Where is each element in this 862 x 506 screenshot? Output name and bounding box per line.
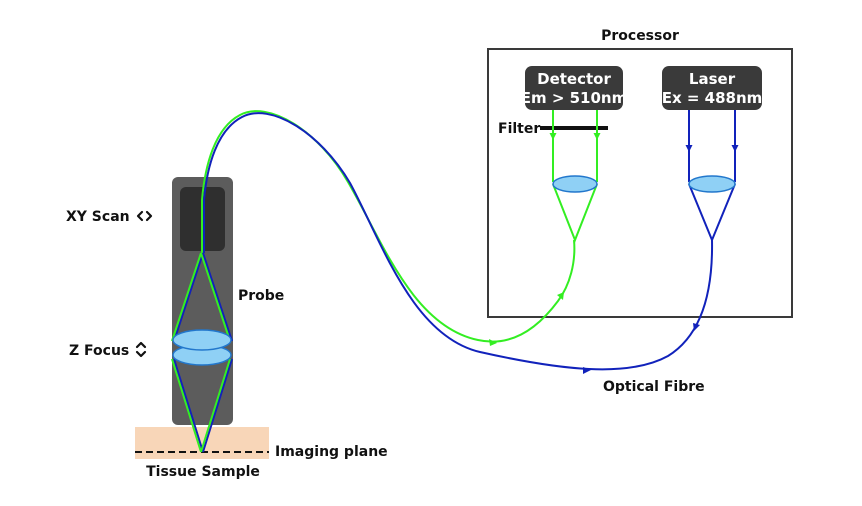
- processor-box: [487, 48, 793, 318]
- imaging-plane-label: Imaging plane: [275, 444, 388, 460]
- laser-lens: [688, 175, 736, 193]
- optical-fibre-excitation: [203, 112, 714, 371]
- up-down-chevrons-icon: [135, 341, 147, 358]
- z-focus-label: Z Focus: [69, 343, 129, 359]
- left-right-chevrons-icon: [136, 210, 153, 222]
- filter-label: Filter: [498, 121, 540, 137]
- optical-fibre-emission: [201, 110, 576, 343]
- laser-light-path: [688, 110, 736, 243]
- detector-arrow-right: [593, 133, 601, 140]
- z-focus-lens-upper: [172, 329, 232, 351]
- fibre-arrow-green-left: [489, 339, 497, 346]
- laser-box: Laser Ex = 488nm: [662, 66, 763, 110]
- detector-emission-label: Em > 510nm: [521, 89, 628, 107]
- fibre-arrow-green-up: [557, 292, 564, 300]
- probe-label: Probe: [238, 288, 284, 304]
- laser-arrow-right: [731, 145, 739, 152]
- detector-box: Detector Em > 510nm: [521, 66, 628, 110]
- processor-label: Processor: [601, 28, 679, 44]
- optical-fibre-label: Optical Fibre: [603, 379, 705, 395]
- detector-lens: [552, 175, 598, 193]
- detector-arrow-left: [549, 133, 557, 140]
- tissue-sample: [135, 427, 269, 459]
- fibre-arrow-blue-right: [583, 367, 591, 374]
- tissue-sample-label: Tissue Sample: [146, 464, 260, 480]
- detector-label: Detector: [537, 70, 611, 88]
- fibre-arrow-blue-down: [693, 323, 700, 331]
- probe-beam: [171, 252, 233, 453]
- xy-scan-label: XY Scan: [66, 209, 130, 225]
- laser-label: Laser: [689, 70, 736, 88]
- laser-excitation-label: Ex = 488nm: [662, 89, 763, 107]
- laser-arrow-left: [685, 145, 693, 152]
